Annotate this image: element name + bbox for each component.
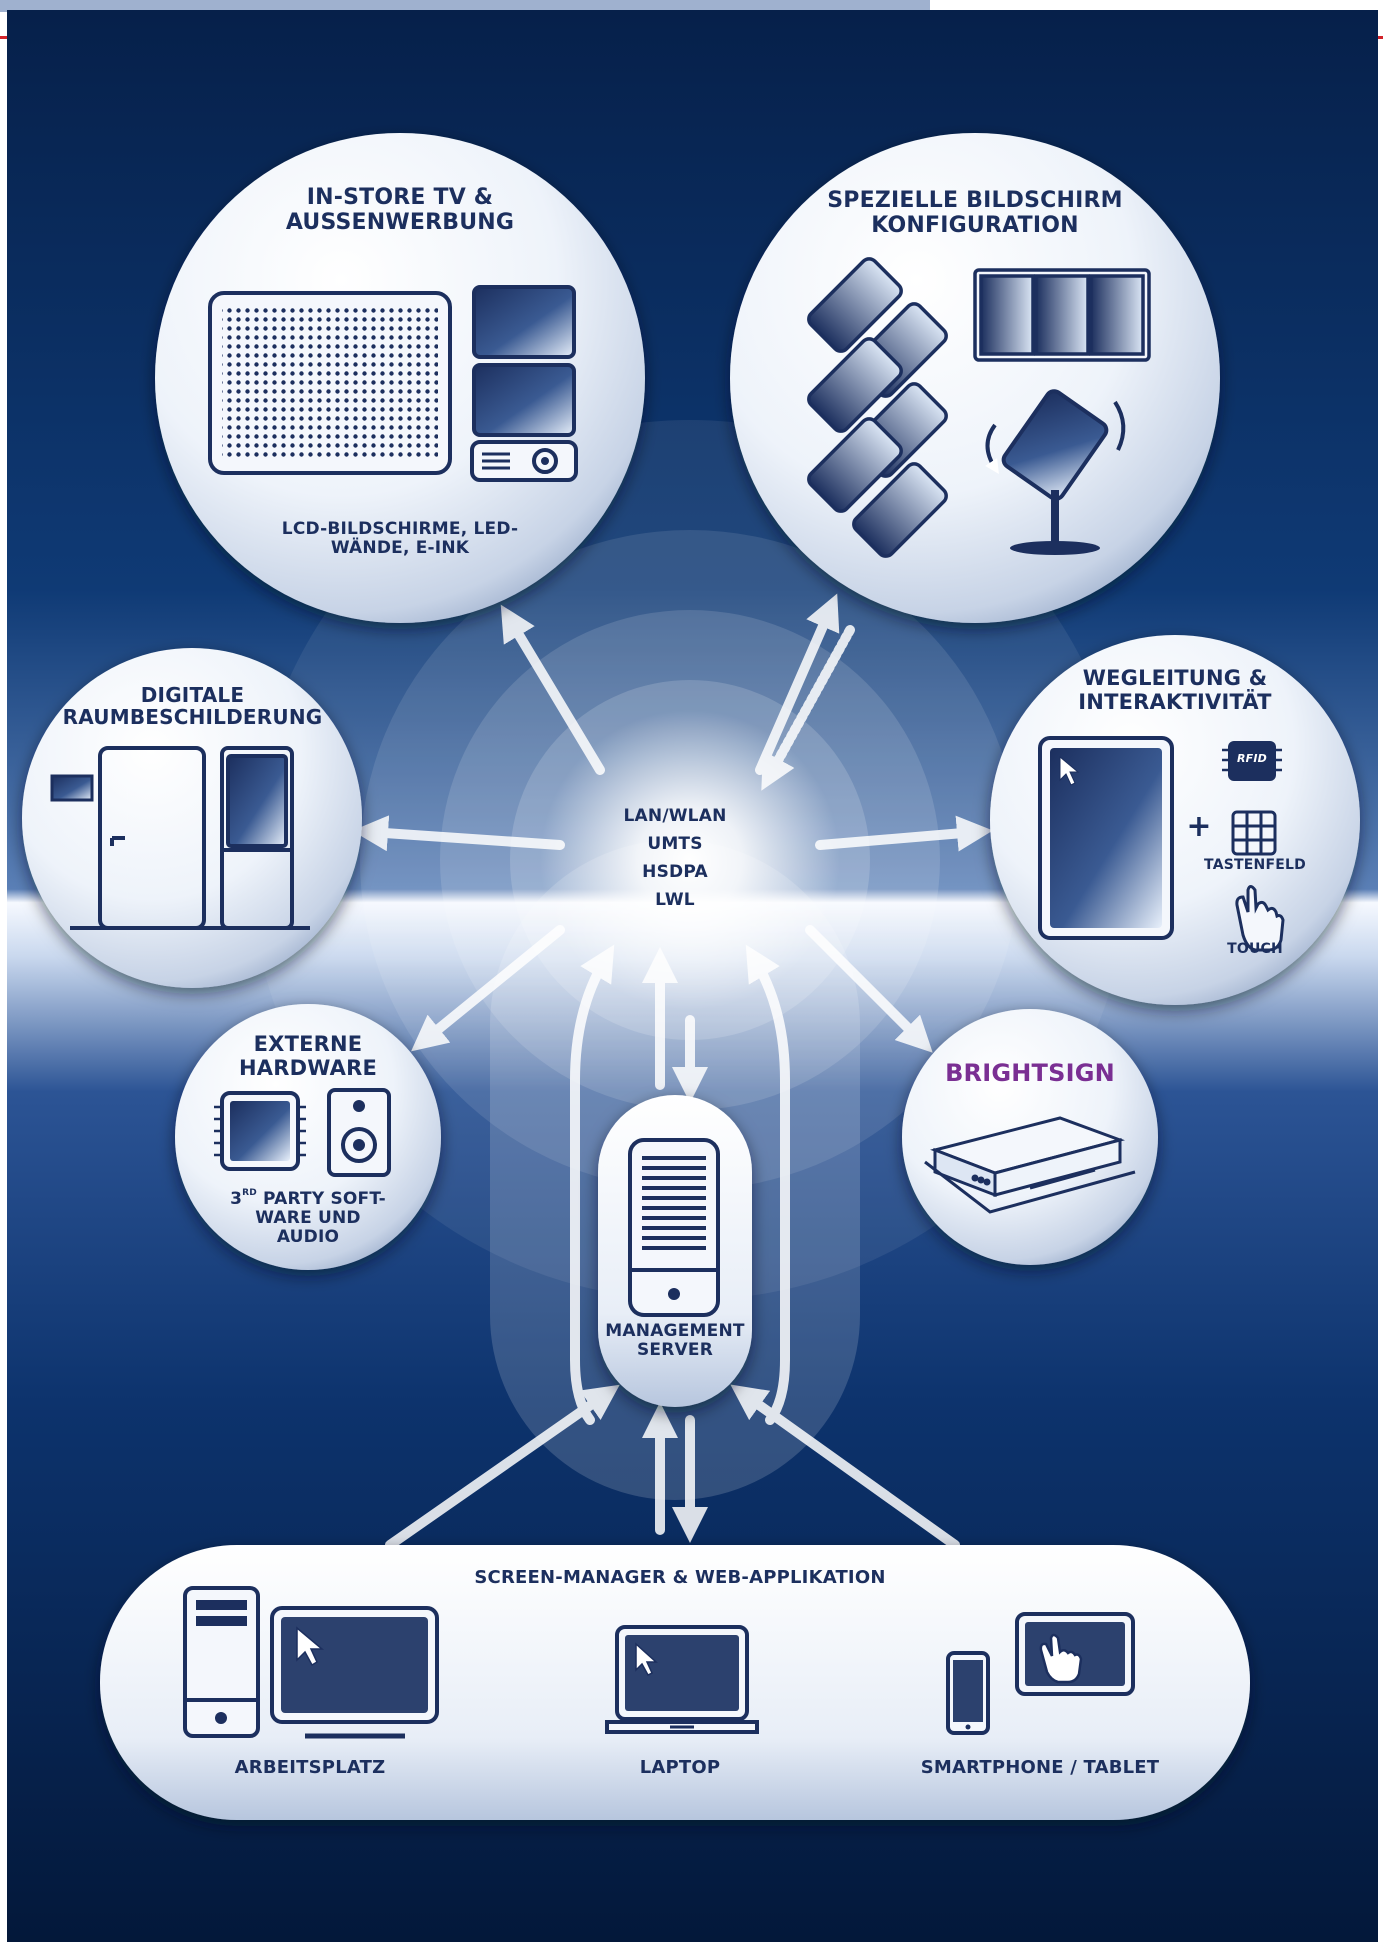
external-sub-sup: RD	[242, 1188, 257, 1198]
signage-title-line1: DIGITALE	[140, 683, 245, 707]
special-title: SPEZIELLE BILDSCHIRM KONFIGURATION	[815, 188, 1135, 238]
wayfinding-title-line2: INTERAKTIVITÄT	[1078, 689, 1272, 714]
instore-node	[155, 133, 645, 623]
special-title-line1: SPEZIELLE BILDSCHIRM	[827, 188, 1123, 213]
projector-icon	[470, 440, 578, 482]
client-label-laptop: LAPTOP	[639, 1757, 721, 1778]
client-label-mobile: SMARTPHONE / TABLET	[920, 1757, 1160, 1778]
smartphone-tablet-icon	[946, 1612, 1135, 1735]
external-subtitle-line2: WARE UND	[255, 1208, 361, 1229]
room-signage-node	[22, 648, 362, 988]
connection-arrows	[352, 593, 993, 1550]
triple-screen-icon	[973, 268, 1151, 362]
touch-label: TOUCH	[1227, 941, 1283, 957]
brightsign-node	[902, 1009, 1158, 1265]
external-title-line1: EXTERNE	[253, 1032, 363, 1056]
external-sub-rest: PARTY SOFT-	[256, 1189, 386, 1209]
rfid-label: RFID	[1236, 752, 1267, 765]
instore-title-line2: AUSSENWERBUNG	[285, 209, 515, 235]
media-player-box-icon	[924, 1116, 1136, 1214]
instore-subtitle-line1: LCD-BILDSCHIRME, LED-	[281, 519, 519, 539]
touch-kiosk-icon	[1038, 736, 1174, 940]
rfid-chip-icon	[1222, 741, 1282, 781]
protocol-lwl: LWL	[655, 890, 695, 910]
external-title: EXTERNE HARDWARE	[210, 1032, 406, 1080]
speaker-icon	[327, 1088, 391, 1177]
server-label: MANAGEMENT SERVER	[590, 1321, 760, 1361]
server-label-line2: SERVER	[636, 1340, 713, 1361]
management-server	[598, 1095, 752, 1407]
instore-title-line1: IN-STORE TV &	[306, 185, 494, 210]
led-wall-icon	[208, 291, 452, 475]
touch-hand-icon	[1235, 885, 1285, 952]
instore-subtitle-line2: WÄNDE, E-INK	[330, 538, 470, 559]
brightsign-title: BRIGHTSIGN	[945, 1059, 1115, 1087]
instore-subtitle: LCD-BILDSCHIRME, LED- WÄNDE, E-INK	[250, 519, 550, 559]
external-subtitle-line3: AUDIO	[276, 1227, 340, 1248]
diagonal-screen-cluster-icon	[807, 257, 948, 558]
wayfinding-node	[990, 635, 1360, 1005]
external-sub-prefix: 3	[230, 1189, 243, 1209]
server-label-line1: MANAGEMENT	[605, 1321, 745, 1341]
client-label-workstation: ARBEITSPLATZ	[234, 1757, 386, 1778]
network-protocols: LAN/WLAN UMTS HSDPA LWL	[590, 802, 760, 914]
special-title-line2: KONFIGURATION	[871, 212, 1079, 238]
door-sign-icon	[50, 774, 94, 802]
signage-title-line2: RAUMBESCHILDERUNG	[62, 705, 323, 730]
external-hardware-node	[175, 1004, 441, 1270]
wayfinding-title-line1: WEGLEITUNG &	[1082, 666, 1268, 690]
rotating-display-stand-icon	[985, 389, 1126, 555]
keypad-icon	[1231, 810, 1277, 856]
door-display-icon	[220, 746, 294, 930]
stacked-monitors-icon	[472, 285, 576, 437]
clients-title: SCREEN-MANAGER & WEB-APPLIKATION	[474, 1567, 886, 1588]
signage-title: DIGITALE RAUMBESCHILDERUNG	[40, 684, 345, 729]
server-icon	[628, 1138, 720, 1317]
protocol-umts: UMTS	[647, 834, 703, 854]
protocol-hsdpa: HSDPA	[642, 862, 708, 882]
external-subtitle: 3RD PARTY SOFT- WARE UND AUDIO	[210, 1188, 406, 1248]
wayfinding-title: WEGLEITUNG & INTERAKTIVITÄT	[1040, 666, 1310, 714]
laptop-icon	[605, 1625, 759, 1734]
desktop-computer-icon	[183, 1586, 439, 1739]
chip-icon	[214, 1091, 306, 1171]
external-subtitle-line1: 3RD PARTY SOFT-	[210, 1188, 406, 1209]
special-config-node	[730, 133, 1220, 623]
plus-sign: +	[1186, 809, 1212, 844]
clients-panel	[100, 1545, 1250, 1820]
external-title-line2: HARDWARE	[238, 1055, 378, 1080]
protocol-lan: LAN/WLAN	[623, 806, 727, 826]
instore-title: IN-STORE TV & AUSSENWERBUNG	[260, 185, 540, 235]
keypad-label: TASTENFELD	[1204, 857, 1306, 873]
